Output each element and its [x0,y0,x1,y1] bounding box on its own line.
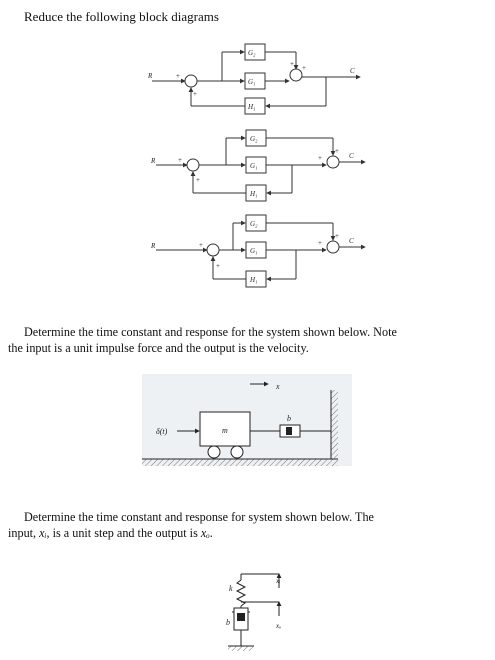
displacement-label: x [275,382,280,391]
heading: Reduce the following block diagrams [24,9,219,24]
svg-text:+: + [318,154,322,162]
block-diagram-1 [152,43,361,115]
svg-text:G₂: G₂ [250,220,258,228]
wall [331,390,338,459]
svg-text:+: + [199,241,203,249]
output-label: xₒ [275,622,281,630]
block-diagram-3-labels: R + + + + C G₂ G₁ H₁ [150,220,354,284]
svg-text:G₂: G₂ [250,135,258,143]
svg-text:R: R [150,157,156,165]
svg-text:+: + [176,72,180,80]
g1-label: G₁ [248,78,256,86]
wheel [207,445,221,459]
block-diagrams: R + + + + C G₂ G₁ H₁ R + + + + C G [147,43,366,288]
svg-text:+: + [318,239,322,247]
input-label: R [147,72,153,80]
block-diagram-2 [156,129,366,202]
problem2-line2: the input is a unit impulse force and th… [8,341,309,355]
wheel [230,445,244,459]
svg-text:+: + [193,90,197,98]
output-label: C [350,67,355,75]
svg-text:+: + [335,147,339,155]
damper-label: b [226,618,230,627]
block-diagram-3 [156,214,366,288]
problem2-line1: Determine the time constant and response… [24,325,397,339]
xo-symbol: xₒ [200,526,210,540]
svg-text:C: C [349,152,354,160]
damper-label: b [287,414,291,423]
h1-label: H₁ [247,103,256,111]
svg-text:R: R [150,242,156,250]
svg-text:+: + [178,156,182,164]
block-diagram-1-labels: R + + + + C G₂ G₁ H₁ [147,49,355,111]
g2-label: G₂ [248,49,256,57]
svg-text:H₁: H₁ [249,190,258,198]
xi-symbol: xᵢ [39,526,47,540]
svg-text:+: + [302,64,306,72]
input-label: xᵢ [275,577,280,585]
mass-label: m [222,426,228,435]
svg-text:G₁: G₁ [250,247,258,255]
ground [228,646,254,651]
svg-text:+: + [196,176,200,184]
svg-text:+: + [216,262,220,270]
problem3-line2-b: , is a unit step and the output is [46,526,201,540]
problem3-line2-c: . [209,526,213,540]
svg-text:+: + [290,60,294,68]
mass-block [199,411,251,447]
svg-text:H₁: H₁ [249,276,258,284]
svg-text:+: + [335,232,339,240]
force-label: δ(t) [156,427,168,436]
svg-text:G₁: G₁ [250,162,258,170]
svg-text:C: C [349,237,354,245]
problem3-line2: input, xᵢ, is a unit step and the output… [8,525,213,541]
problem3-line1: Determine the time constant and response… [24,510,374,524]
spring-label: k [229,584,233,593]
block-diagram-2-labels: R + + + + C G₂ G₁ H₁ [150,135,354,198]
problem3-line2-a: input, [8,526,40,540]
ground [142,459,338,466]
